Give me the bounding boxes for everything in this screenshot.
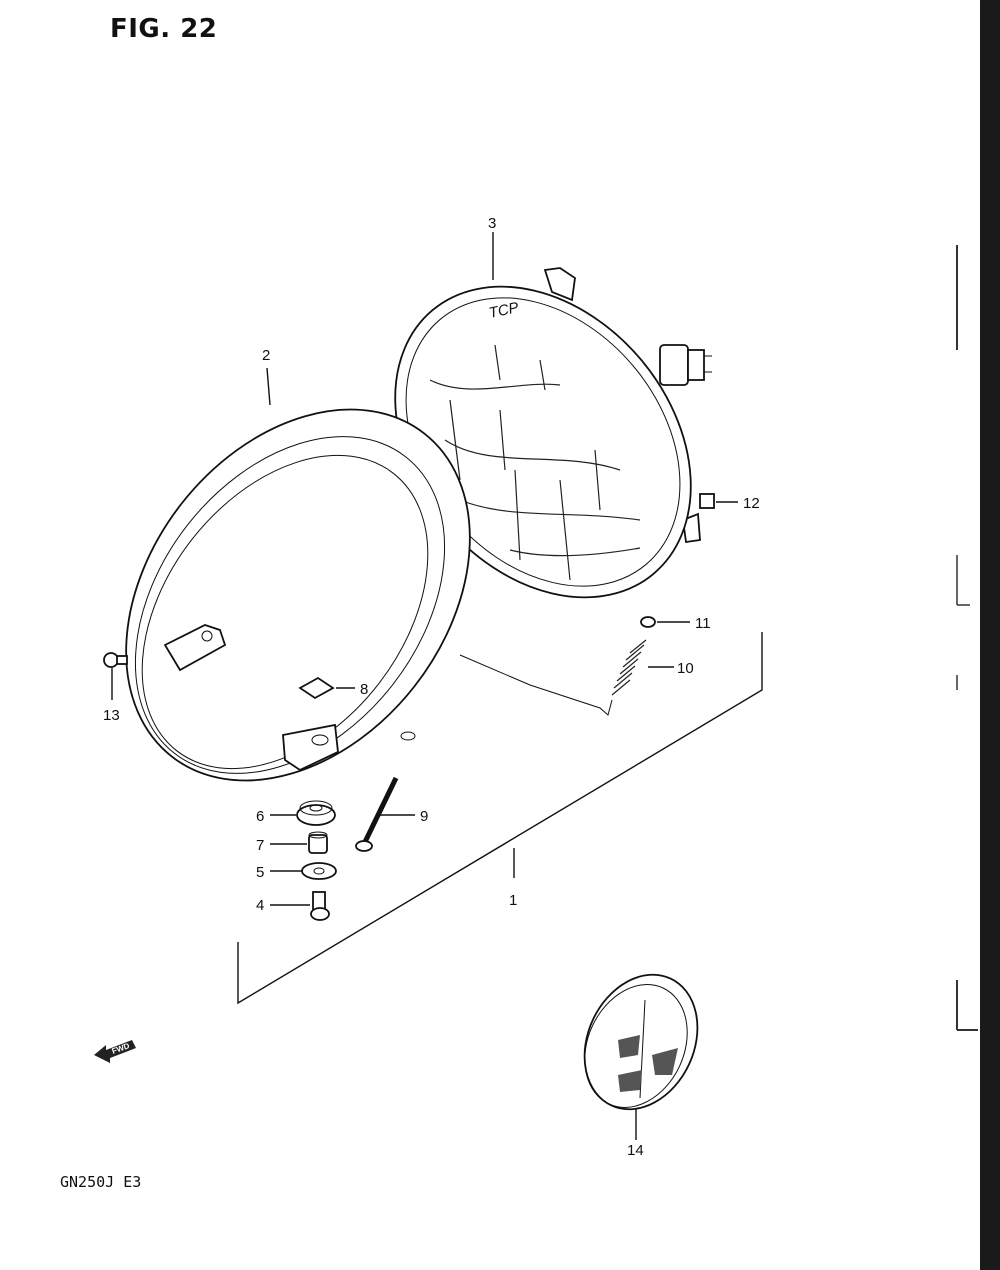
reflector-part-14: [583, 973, 699, 1140]
spring-part-10: [459, 639, 674, 716]
callout-1: 1: [509, 892, 517, 909]
callout-8: 8: [360, 681, 368, 698]
callout-7: 7: [256, 837, 264, 854]
callout-11: 11: [695, 615, 711, 632]
scan-margin-marks: [956, 245, 978, 1031]
collar-part-7: [270, 831, 328, 854]
callout-5: 5: [256, 864, 264, 881]
figure-title: FIG. 22: [110, 14, 218, 44]
screw-part-13: [103, 652, 128, 700]
callout-13: 13: [103, 707, 120, 724]
callout-12: 12: [743, 495, 760, 512]
nut-part-11: [640, 616, 690, 628]
scan-edge-bar: [980, 0, 1000, 1270]
assembly-bracket: [237, 632, 763, 1005]
model-code: GN250J E3: [60, 1173, 142, 1191]
callout-14: 14: [627, 1142, 644, 1159]
headlight-rim-part-2: [125, 367, 471, 782]
bolt-part-4: [270, 891, 330, 921]
callout-2: 2: [262, 347, 270, 364]
svg-text:TCP: TCP: [487, 299, 520, 322]
fwd-arrow-icon: FWD: [94, 1040, 136, 1063]
callout-10: 10: [677, 660, 694, 677]
washer-part-5: [270, 862, 337, 880]
callout-3: 3: [488, 215, 496, 232]
grommet-part-6: [270, 800, 336, 826]
nut-plate-part-8: [298, 676, 355, 700]
clip-nut-part-12: [699, 493, 738, 509]
callout-9: 9: [420, 808, 428, 825]
callout-6: 6: [256, 808, 264, 825]
adjusting-screw-part-9: [355, 776, 415, 852]
callout-4: 4: [256, 897, 264, 914]
